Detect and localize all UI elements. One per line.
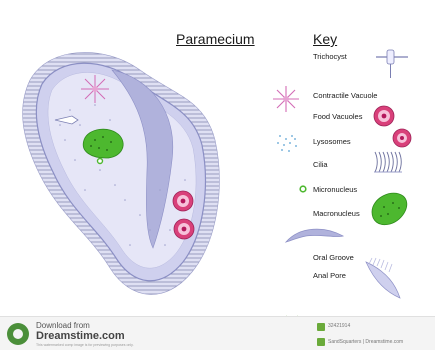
key-trichocyst-icon [376,50,408,78]
key-label-macronucleus: Macronucleus [313,209,360,218]
key-label-food-vacuoles: Food Vacuoles [313,112,362,121]
credit-badge-icon [317,338,325,346]
key-label-trichocyst: Trichocyst [313,52,347,61]
diagram-title: Paramecium [176,31,255,47]
credit-text: SandSquarters | Dreamstime.com [328,339,403,345]
food-vacuole-1 [173,191,193,211]
key-label-cilia: Cilia [313,160,328,169]
key-label-anal-pore: Anal Pore [313,271,346,280]
id-badge-icon [317,323,325,331]
key-cilia-icon [374,152,402,172]
key-micronucleus-icon [300,186,306,192]
dreamstime-brand: Dreamstime.com [36,330,125,342]
key-contractile-vacuole-icon [273,86,299,112]
key-label-oral-groove: Oral Groove [313,253,354,262]
key-heading: Key [313,31,337,47]
watermark-notice: This watermarked comp image is for previ… [36,343,134,347]
contractile-vacuole [81,75,109,103]
food-vacuole-2 [174,219,194,239]
key-oral-groove-icon [286,229,343,242]
key-lysosomes-icon [277,135,297,152]
key-anal-pore-icon [366,258,400,298]
key-label-lysosomes: Lysosomes [313,137,351,146]
image-id-text: 32421914 [328,323,350,329]
key-food-vacuole-icon [374,106,411,147]
micronucleus [98,159,103,164]
key-label-contractile-vacuole: Contractile Vacuole [313,91,377,100]
key-macronucleus-icon [372,193,407,225]
key-label-micronucleus: Micronucleus [313,185,357,194]
macronucleus [83,129,123,158]
watermark-footer: Download from Dreamstime.com This waterm… [0,316,435,350]
dreamstime-logo-icon [7,323,29,345]
download-from-text: Download from [36,321,90,330]
